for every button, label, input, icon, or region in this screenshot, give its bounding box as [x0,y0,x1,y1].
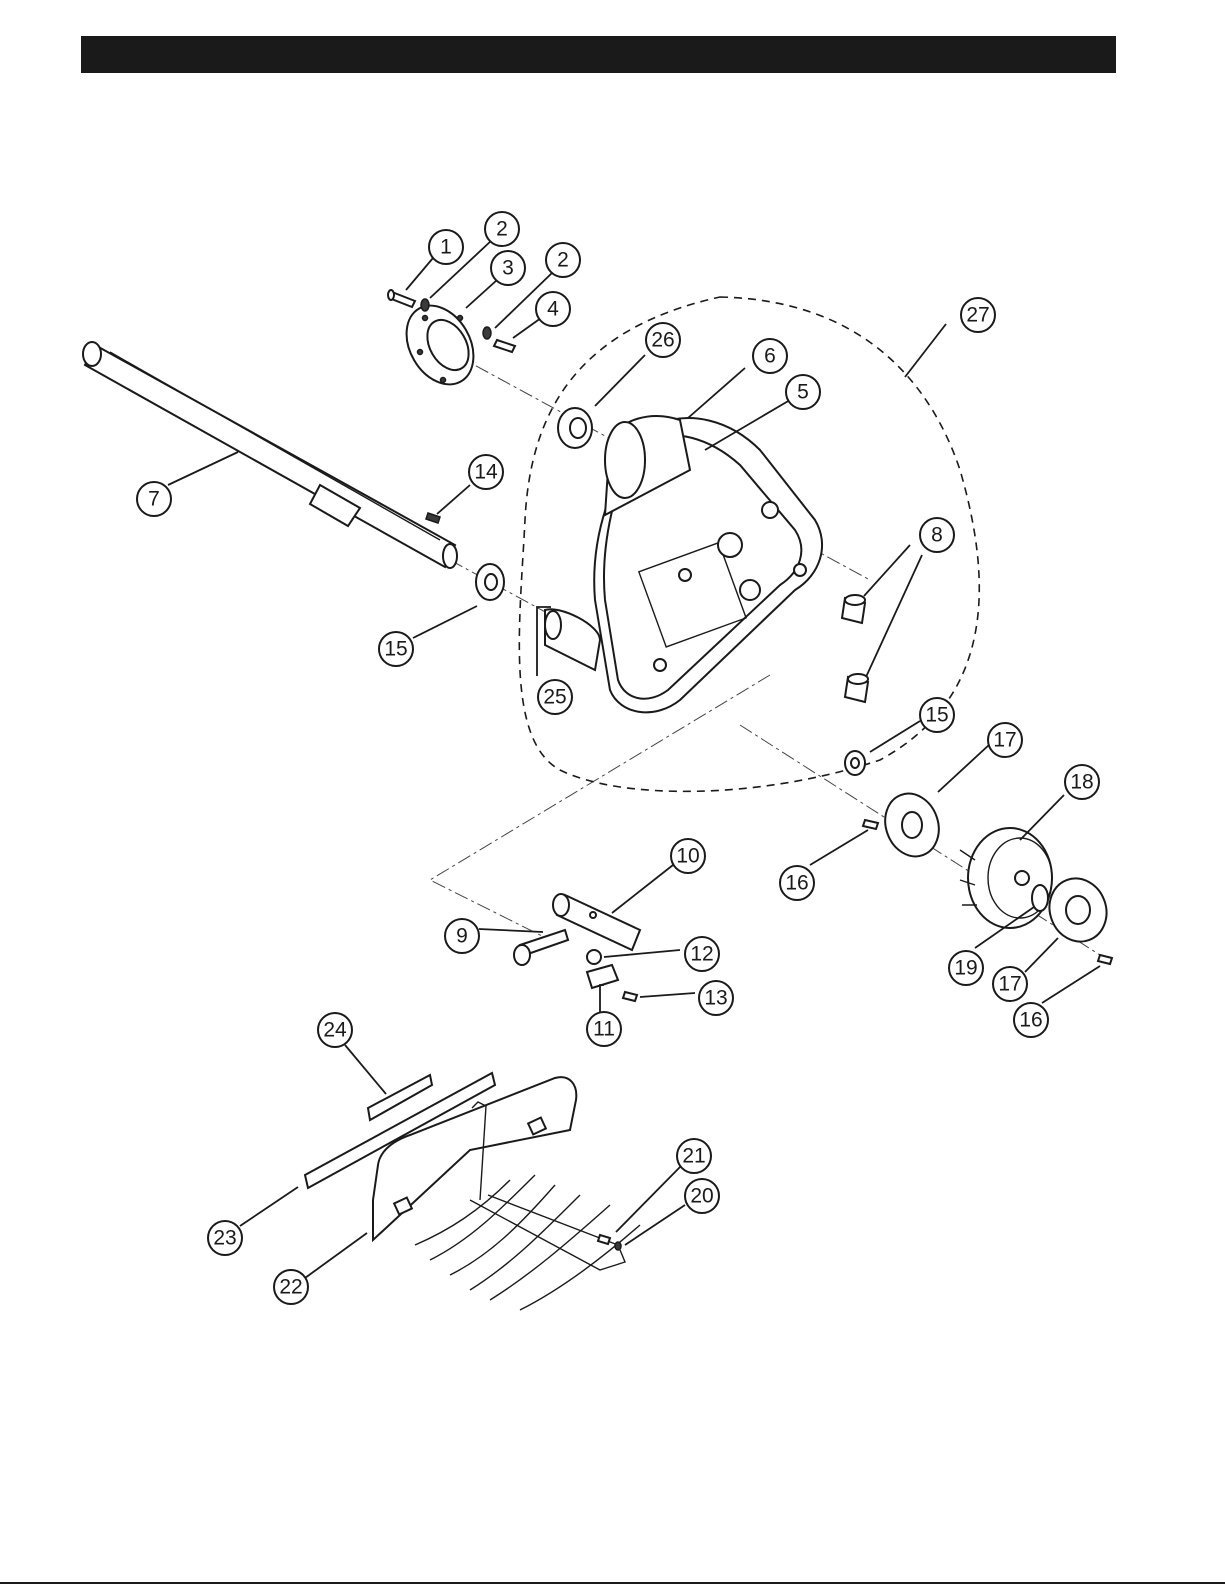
callout-13: 13 [699,981,733,1015]
callout-19: 19 [949,951,983,985]
svg-text:8: 8 [931,524,943,547]
callout-15: 15 [379,632,413,666]
callout-23: 23 [208,1221,242,1255]
svg-text:23: 23 [213,1227,236,1250]
svg-text:17: 17 [993,729,1016,752]
callout-17: 17 [988,723,1022,757]
svg-text:24: 24 [323,1019,347,1042]
callout-4: 4 [536,292,570,326]
callout-21: 21 [677,1139,711,1173]
callout-12: 12 [685,937,719,971]
svg-text:5: 5 [797,381,809,404]
callout-6: 6 [753,339,787,373]
svg-text:19: 19 [954,957,977,980]
svg-text:10: 10 [676,845,699,868]
svg-text:25: 25 [543,686,566,709]
svg-text:9: 9 [456,925,468,948]
clip-screw [623,992,637,1001]
detent-ball [587,950,601,964]
plate-screw-b [1098,955,1112,964]
svg-text:11: 11 [593,1018,615,1041]
flange-screw [388,290,415,307]
callout-8: 8 [920,518,954,552]
dowel-pin-lower [845,674,868,702]
callout-3: 3 [491,251,525,285]
svg-text:6: 6 [764,345,776,368]
guard-screw [598,1235,610,1244]
drive-gear [960,828,1052,928]
svg-text:3: 3 [502,257,514,280]
callout-26: 26 [646,323,680,357]
dowel-pin-upper [842,595,865,623]
svg-text:22: 22 [279,1276,302,1299]
callout-5: 5 [786,375,820,409]
bushing [558,408,592,448]
flange-bolt [494,340,515,352]
svg-text:7: 7 [148,488,160,511]
callout-24: 24 [318,1013,352,1047]
callout-11: 11 [587,1012,621,1046]
svg-text:26: 26 [651,329,674,352]
svg-text:20: 20 [690,1185,713,1208]
svg-text:21: 21 [682,1145,705,1168]
svg-text:4: 4 [547,298,559,321]
callout-17: 17 [993,967,1027,1001]
callout-10: 10 [671,839,705,873]
lock-washer-b [483,327,491,339]
callout-7: 7 [137,482,171,516]
svg-text:15: 15 [925,704,948,727]
gearbox-housing [545,416,822,712]
gear-plate-a [877,786,948,864]
lock-pin-bolt [514,930,568,965]
leader-lines [168,240,1100,1278]
woodruff-key [426,513,440,523]
lock-washer-a [421,299,429,311]
page-bottom-rule [0,1582,1225,1584]
callout-27: 27 [961,298,995,332]
callout-1: 1 [429,230,463,264]
svg-text:12: 12 [690,943,713,966]
svg-text:1: 1 [440,236,452,259]
callout-2: 2 [546,243,580,277]
svg-text:14: 14 [474,461,498,484]
svg-text:18: 18 [1070,771,1093,794]
callout-16: 16 [1014,1003,1048,1037]
callout-15: 15 [920,698,954,732]
callout-22: 22 [274,1270,308,1304]
callout-25: 25 [538,680,572,714]
callout-20: 20 [685,1179,719,1213]
thrust-washer-right [845,751,865,775]
callout-2: 2 [485,212,519,246]
thrust-washer-left [476,564,504,600]
axle-shaft [83,342,457,568]
retaining-ring [1032,885,1048,911]
svg-text:16: 16 [785,872,808,895]
svg-text:27: 27 [966,304,989,327]
svg-text:17: 17 [998,973,1021,996]
guard-nut [615,1242,621,1250]
callout-9: 9 [445,919,479,953]
bearing-flange [393,294,487,397]
callout-14: 14 [469,455,503,489]
callout-18: 18 [1065,765,1099,799]
plate-screw-a [863,820,878,829]
svg-text:2: 2 [496,218,508,241]
callout-16: 16 [780,866,814,900]
svg-text:16: 16 [1019,1009,1042,1032]
svg-text:2: 2 [557,249,569,272]
svg-text:13: 13 [704,987,727,1010]
svg-text:15: 15 [384,638,407,661]
